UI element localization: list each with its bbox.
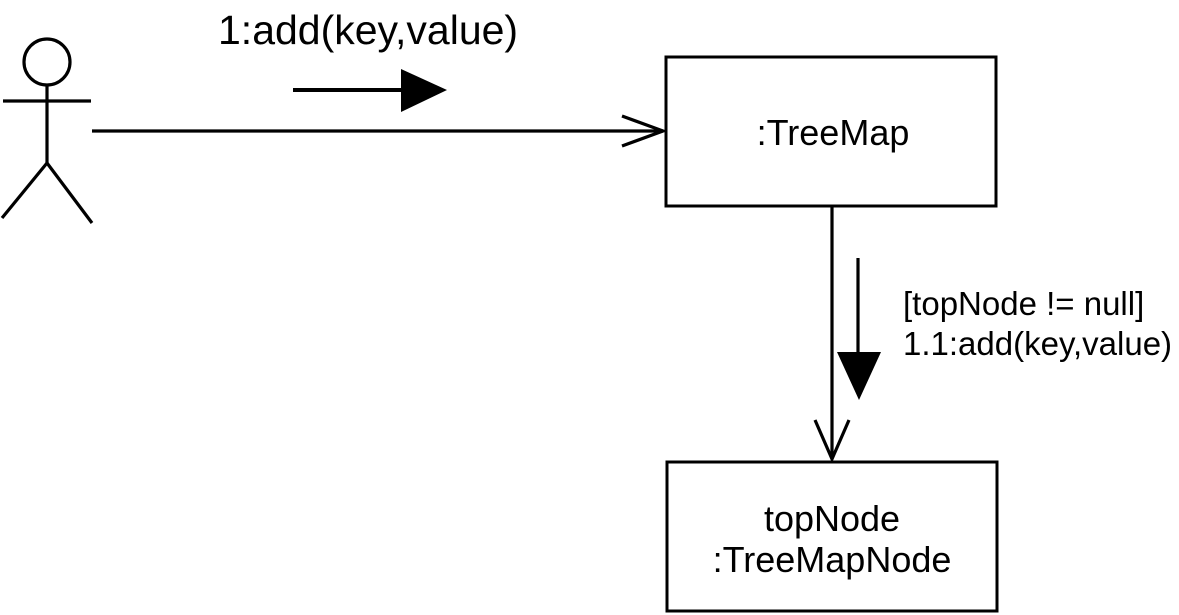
message-2-guard-label: [topNode != null] [903,285,1144,322]
message-1-arrow [293,69,447,112]
link-treemap-topnode [813,206,851,464]
actor-right-leg [45,162,94,224]
object-topnode-name: topNode [764,498,900,539]
object-treemap-label: :TreeMap [757,112,910,153]
link-actor-treemap [92,114,668,148]
object-topnode-type: :TreeMapNode [713,539,952,580]
actor-icon [0,37,94,224]
actor-head [22,37,72,87]
open-arrowhead-icon [813,419,851,464]
open-arrowhead-icon [621,114,668,148]
filled-arrowhead-icon [837,352,881,400]
object-topnode: topNode :TreeMapNode [665,460,999,613]
object-topnode-box [665,460,999,613]
message-2-arrow [837,258,881,400]
message-1-label: 1:add(key,value) [218,7,518,53]
filled-arrowhead-icon [401,69,447,112]
object-treemap: :TreeMap [664,55,998,208]
object-treemap-box [664,55,998,208]
actor-left-leg [0,161,49,220]
message-2-label: 1.1:add(key,value) [903,325,1172,362]
